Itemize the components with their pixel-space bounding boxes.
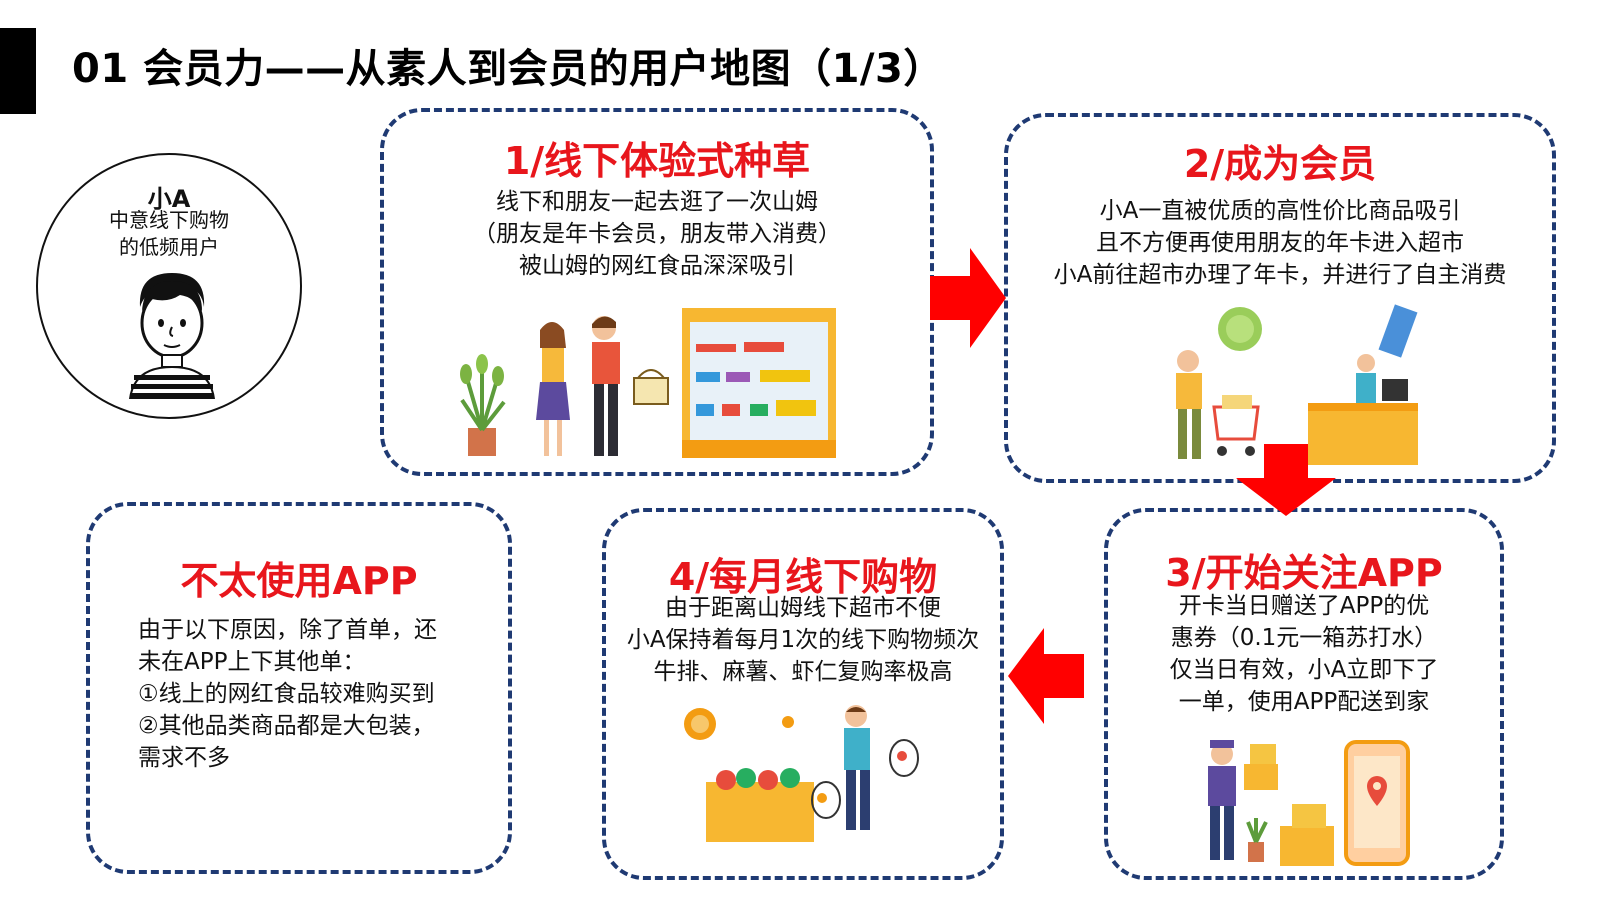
persona-name: 小A xyxy=(147,185,191,213)
step-title: 1/线下体验式种草 xyxy=(503,139,811,183)
step-title: 不太使用APP xyxy=(180,559,418,603)
step-text-line: 由于距离山姆线下超市不便 xyxy=(665,595,941,621)
persona-avatar-icon xyxy=(128,273,216,399)
step-card-low-app-usage: 不太使用APP 由于以下原因，除了首单，还 未在APP上下其他单： ①线上的网红… xyxy=(86,502,512,874)
step-title: 4/每月线下购物 xyxy=(668,555,938,599)
persona-description: 中意线下购物 的低频用户 xyxy=(38,207,300,261)
shopping-friends-illustration xyxy=(460,308,836,458)
step-title: 2/成为会员 xyxy=(1183,142,1377,186)
step-text-line: （朋友是年卡会员，朋友带入消费） xyxy=(473,221,841,247)
step-card-follow-app: 3/开始关注APP 开卡当日赠送了APP的优 惠券（0.1元一箱苏打水） 仅当日… xyxy=(1104,508,1504,880)
step-text-line: 牛排、麻薯、虾仁复购率极高 xyxy=(653,659,953,685)
step-card-offline-experience: 1/线下体验式种草 线下和朋友一起去逛了一次山姆 （朋友是年卡会员，朋友带入消费… xyxy=(380,108,934,476)
step-description: 由于以下原因，除了首单，还 未在APP上下其他单： ①线上的网红食品较难购买到 … xyxy=(138,614,488,774)
step-text-line: 开卡当日赠送了APP的优 xyxy=(1178,593,1430,619)
step-card-become-member: 2/成为会员 小A一直被优质的高性价比商品吸引 且不方便再使用朋友的年卡进入超市… xyxy=(1004,113,1556,483)
arrow-right-icon xyxy=(930,248,1006,348)
checkout-illustration xyxy=(1176,304,1418,465)
step-description: 线下和朋友一起去逛了一次山姆 （朋友是年卡会员，朋友带入消费） 被山姆的网红食品… xyxy=(384,186,930,282)
grocery-shopping-illustration xyxy=(684,705,919,842)
step-description: 小A一直被优质的高性价比商品吸引 且不方便再使用朋友的年卡进入超市 小A前往超市… xyxy=(1008,195,1552,291)
step-text-line: 由于以下原因，除了首单，还 xyxy=(138,617,437,643)
step-text-line: ②其他品类商品都是大包装， xyxy=(138,713,435,739)
arrow-down-icon xyxy=(1236,444,1336,516)
persona-desc-line: 的低频用户 xyxy=(119,235,219,259)
step-text-line: 需求不多 xyxy=(138,745,230,771)
delivery-illustration xyxy=(1208,740,1410,866)
step-text-line: 且不方便再使用朋友的年卡进入超市 xyxy=(1096,230,1464,256)
title-accent-bar xyxy=(0,28,36,114)
step-text-line: 一单，使用APP配送到家 xyxy=(1178,689,1430,715)
page-title: 01 会员力——从素人到会员的用户地图（1/3） xyxy=(72,46,944,92)
step-description: 由于距离山姆线下超市不便 小A保持着每月1次的线下购物频次 牛排、麻薯、虾仁复购… xyxy=(606,592,1000,688)
step-text-line: 小A一直被优质的高性价比商品吸引 xyxy=(1099,198,1461,224)
step-text-line: ①线上的网红食品较难购买到 xyxy=(138,681,435,707)
persona-desc-line: 中意线下购物 xyxy=(109,208,229,232)
step-text-line: 仅当日有效，小A立即下了 xyxy=(1169,657,1439,683)
step-card-monthly-offline: 4/每月线下购物 由于距离山姆线下超市不便 小A保持着每月1次的线下购物频次 牛… xyxy=(602,508,1004,880)
step-text-line: 未在APP上下其他单： xyxy=(138,649,366,675)
persona-circle: 小A 中意线下购物 的低频用户 xyxy=(36,153,302,419)
step-title: 3/开始关注APP xyxy=(1165,551,1443,595)
step-text-line: 惠券（0.1元一箱苏打水） xyxy=(1170,625,1438,651)
arrow-left-icon xyxy=(1008,628,1084,724)
step-text-line: 小A前往超市办理了年卡，并进行了自主消费 xyxy=(1053,262,1507,288)
step-text-line: 线下和朋友一起去逛了一次山姆 xyxy=(496,189,818,215)
step-text-line: 被山姆的网红食品深深吸引 xyxy=(519,253,795,279)
step-text-line: 小A保持着每月1次的线下购物频次 xyxy=(626,627,980,653)
step-description: 开卡当日赠送了APP的优 惠券（0.1元一箱苏打水） 仅当日有效，小A立即下了 … xyxy=(1108,590,1500,718)
